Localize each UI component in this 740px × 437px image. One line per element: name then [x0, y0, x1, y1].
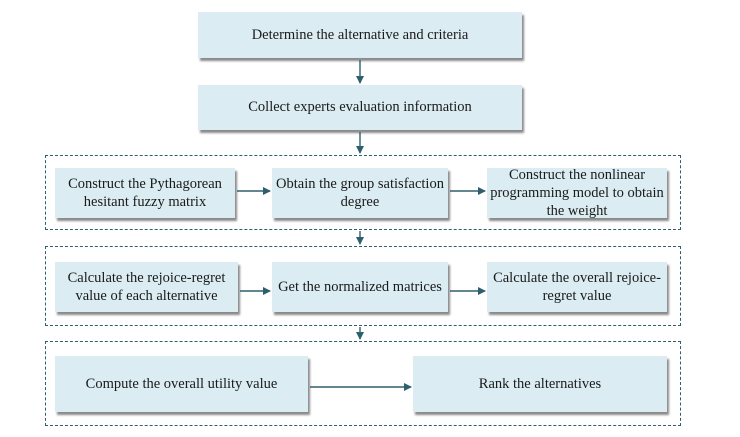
group-weight-determination — [45, 155, 681, 230]
group-rejoice-regret — [45, 246, 681, 326]
step-normalized-matrices: Get the normalized matrices — [272, 262, 448, 312]
step-construct-matrix: Construct the Pythagorean hesitant fuzzy… — [55, 168, 235, 218]
step-rank-alternatives: Rank the alternatives — [413, 356, 667, 412]
step-collect-evaluation: Collect experts evaluation information — [198, 85, 522, 130]
step-overall-utility: Compute the overall utility value — [55, 356, 308, 412]
step-overall-rejoice-regret: Calculate the overall rejoice-regret val… — [487, 262, 667, 312]
group-ranking — [45, 341, 681, 426]
step-determine-alternatives: Determine the alternative and criteria — [198, 12, 522, 58]
step-nonlinear-model: Construct the nonlinear programming mode… — [487, 167, 667, 219]
step-group-satisfaction: Obtain the group satisfaction degree — [272, 168, 448, 218]
step-rejoice-regret-value: Calculate the rejoice-regret value of ea… — [55, 262, 238, 312]
